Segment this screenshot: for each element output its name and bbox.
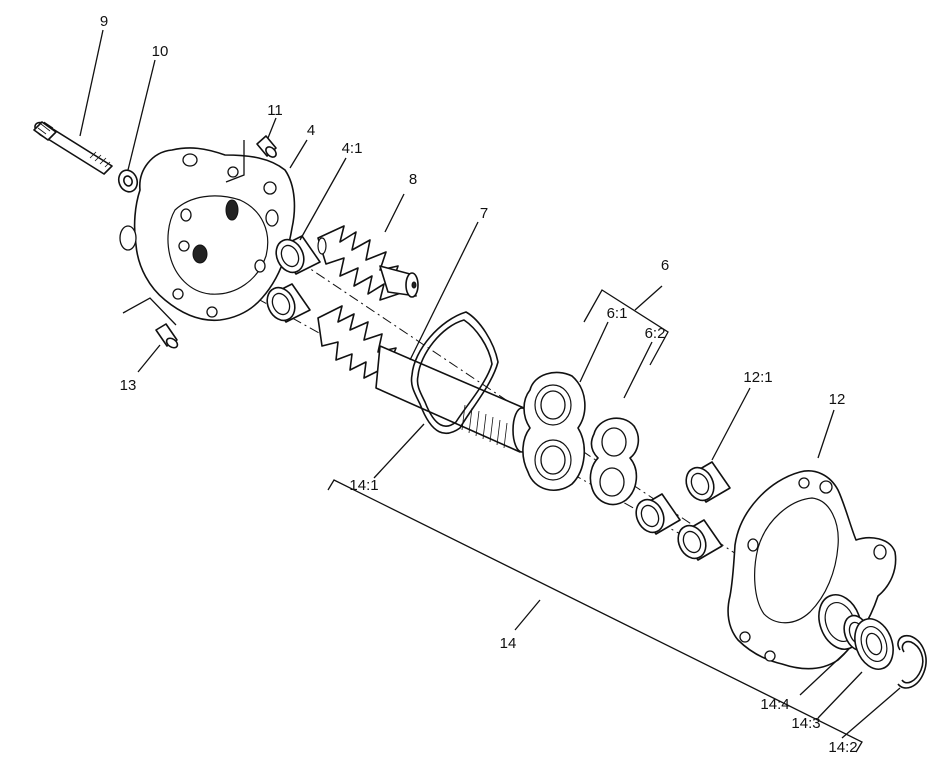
sleeve-part-14-3	[854, 618, 894, 670]
label-6-2: 6:2	[645, 325, 666, 342]
circlip-part-14-2	[897, 634, 927, 689]
label-12-1: 12:1	[743, 369, 772, 386]
drive-gear-part-7	[317, 305, 532, 453]
label-4-1: 4:1	[342, 140, 363, 157]
label-11: 11	[267, 102, 283, 119]
label-14: 14	[500, 635, 517, 652]
bearing-part-12-1	[685, 461, 731, 503]
bearing-plate-part-6-1	[522, 371, 586, 492]
label-13: 13	[120, 377, 137, 394]
seal-part-6-2	[589, 417, 640, 506]
label-14-1: 14:1	[349, 477, 378, 494]
label-14-2: 14:2	[828, 739, 857, 756]
bearing-lower	[266, 283, 311, 323]
bracket-14	[327, 479, 863, 753]
label-6: 6	[661, 257, 669, 274]
label-7: 7	[480, 205, 488, 222]
leader-lines	[79, 29, 901, 739]
part-labels: 9 10 11 4 4:1 8 7 6 6:1 6:2 12:1 12 13 1…	[100, 13, 858, 756]
label-9: 9	[100, 13, 108, 30]
pin-part-11	[256, 135, 277, 158]
pump-housing-part-4	[119, 140, 296, 322]
label-6-1: 6:1	[607, 305, 628, 322]
bearing-part-4-1	[275, 235, 321, 275]
bearing-lower-right	[677, 519, 723, 561]
bolt-part-9	[33, 121, 113, 175]
label-14-3: 14:3	[791, 715, 820, 732]
gasket-part-14-1	[410, 311, 499, 435]
label-8: 8	[409, 171, 417, 188]
pin-part-13	[122, 297, 179, 349]
bearing-lower-left	[635, 493, 681, 535]
label-14-4: 14:4	[760, 696, 789, 713]
label-12: 12	[829, 391, 846, 408]
gear-part-8	[317, 225, 419, 301]
bracket-6	[583, 285, 669, 366]
washer-part-10	[117, 169, 139, 193]
label-4: 4	[307, 122, 315, 139]
label-10: 10	[152, 43, 169, 60]
